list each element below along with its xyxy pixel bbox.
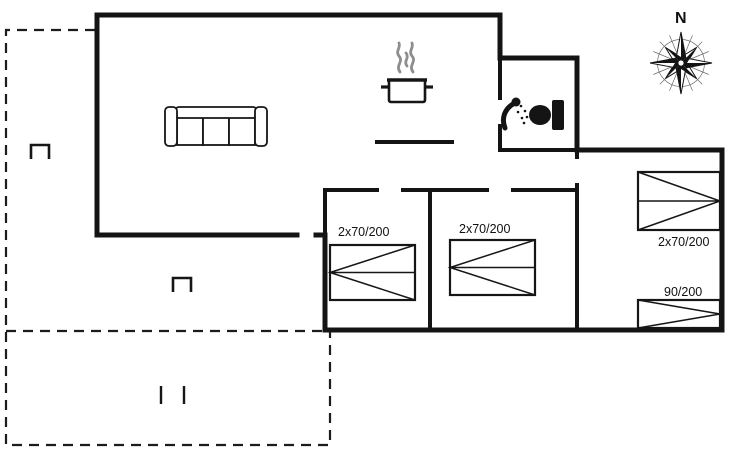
bed-4-pattern — [637, 299, 721, 329]
shower-spray-dot — [523, 109, 527, 113]
terrace-outline — [4, 28, 332, 447]
bed-1-label: 2x70/200 — [338, 225, 389, 239]
bed-3-label: 2x70/200 — [658, 235, 709, 249]
compass-dark-halves — [650, 32, 712, 94]
shower-head — [511, 97, 521, 107]
compass-half-n — [681, 32, 686, 63]
bed-double-2 — [447, 238, 537, 297]
compass-hub — [677, 59, 685, 67]
shower-spray-dot — [519, 104, 523, 108]
shower-icon — [500, 97, 529, 131]
shower-spray-dot — [522, 121, 526, 125]
steam-icon — [396, 41, 415, 74]
toilet-tank — [552, 100, 564, 130]
compass-label: N — [675, 10, 687, 27]
bed-single — [636, 298, 722, 330]
shower-spray-dot — [525, 115, 529, 119]
sofa-cushion-3 — [228, 116, 256, 146]
interior-walls — [323, 56, 579, 332]
terrace-post-icon — [29, 143, 51, 159]
compass-half-se — [681, 63, 697, 79]
terrace-boundary — [4, 28, 332, 447]
pot-body — [387, 78, 427, 104]
compass-half-ne — [681, 47, 697, 63]
shower-spray-dot — [516, 110, 520, 114]
toilet-bowl — [529, 105, 551, 125]
cooking-pot-icon — [381, 78, 433, 104]
bed-double-1 — [327, 243, 417, 302]
terrace-posts — [29, 143, 193, 292]
sofa-cushion-1 — [176, 116, 204, 146]
sofa-cushion-2 — [202, 116, 230, 146]
bed-2-label: 2x70/200 — [459, 222, 510, 236]
compass-half-s — [676, 63, 681, 94]
compass-half-nw — [665, 47, 681, 63]
steam-wisp-3 — [404, 51, 409, 68]
shower-handle — [500, 101, 516, 131]
bed-2-pattern — [447, 239, 536, 296]
compass-rose-icon — [649, 31, 713, 95]
compass-half-sw — [665, 63, 681, 79]
shower-spray-dot — [520, 116, 524, 120]
compass-half-e — [681, 63, 712, 68]
terrace-post-icon — [171, 276, 193, 292]
steam-wisp-1 — [396, 41, 402, 74]
sofa-icon — [164, 106, 268, 147]
steam-wisp-2 — [409, 41, 415, 74]
bed-double-3 — [636, 170, 723, 232]
sofa-armrest-right — [254, 106, 268, 147]
bed-3-pattern — [637, 171, 723, 231]
bed-4-frame — [636, 298, 722, 330]
toilet-icon — [529, 100, 564, 130]
sofa-armrest-left — [164, 106, 178, 147]
bed-4-label: 90/200 — [664, 285, 702, 299]
terrace-step-marks-icon — [159, 386, 186, 404]
compass-half-w — [650, 58, 681, 63]
sofa-backrest — [174, 106, 258, 119]
bed-1-pattern — [327, 244, 416, 301]
